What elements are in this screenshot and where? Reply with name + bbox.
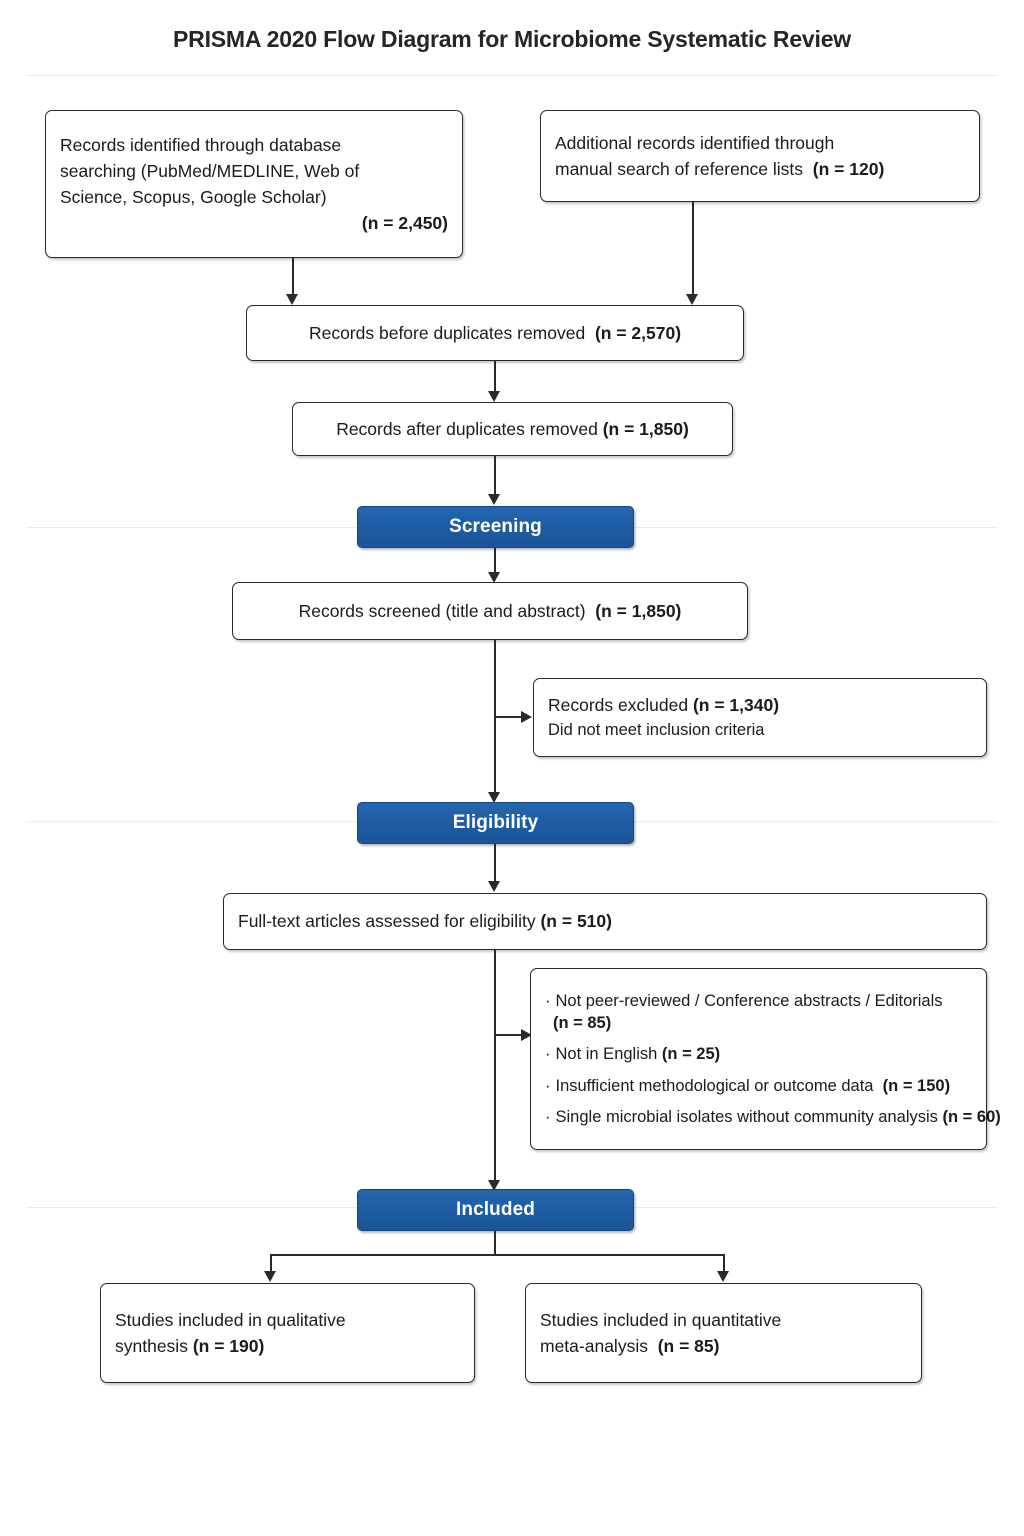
bullet-glyph-1: ·: [545, 1045, 551, 1064]
records-excluded-count: (n = 1,340): [692, 695, 780, 715]
fulltext-assessed-count: (n = 510): [540, 911, 612, 932]
fulltext-excluded-item-0-label: Not peer-reviewed / Conference abstracts…: [555, 991, 943, 1010]
arrowhead-screened-to-excluded: [521, 711, 532, 723]
connector-fulltext-to-included: [494, 950, 496, 1184]
box-records-after-duplicates: Records after duplicates removed (n = 1,…: [292, 402, 733, 456]
box-additional-records-manual: Additional records identified through ma…: [540, 110, 980, 202]
arrowhead-included-to-qualitative: [264, 1271, 276, 1282]
records-screened-count: (n = 1,850): [595, 600, 682, 621]
box-fulltext-assessed: Full-text articles assessed for eligibil…: [223, 893, 987, 950]
connector-included-left-drop: [270, 1254, 272, 1274]
arrowhead-screening-to-screened: [488, 572, 500, 583]
qualitative-line2-text: synthesis: [115, 1336, 188, 1356]
fulltext-excluded-item-1: ·Not in English (n = 25): [545, 1043, 972, 1065]
records-screened-line: Records screened (title and abstract) (n…: [299, 598, 682, 624]
qualitative-line1: Studies included in qualitative: [115, 1309, 346, 1330]
fulltext-excluded-item-0: ·Not peer-reviewed / Conference abstract…: [545, 990, 972, 1035]
connector-db-to-before: [292, 258, 294, 296]
qualitative-count: (n = 190): [192, 1336, 265, 1356]
records-excluded-label: Records excluded: [548, 695, 689, 715]
box-records-identified-database: Records identified through database sear…: [45, 110, 463, 258]
arrowhead-screened-to-eligibility: [488, 792, 500, 803]
additional-records-line1: Additional records identified through: [555, 132, 835, 153]
fulltext-excluded-item-0-text: ·Not peer-reviewed / Conference abstract…: [545, 990, 972, 1012]
box-records-excluded: Records excluded (n = 1,340) Did not mee…: [533, 678, 987, 757]
connector-screened-to-eligibility: [494, 640, 496, 796]
connector-fulltext-to-excluded: [494, 1034, 522, 1036]
fulltext-assessed-line: Full-text articles assessed for eligibil…: [238, 908, 972, 934]
connector-eligibility-to-fulltext: [494, 844, 496, 884]
additional-records-line2: manual search of reference lists (n = 12…: [555, 156, 965, 182]
before-duplicates-line: Records before duplicates removed (n = 2…: [309, 320, 681, 346]
before-duplicates-label: Records before duplicates removed: [308, 322, 586, 343]
records-identified-line2: searching (PubMed/MEDLINE, Web of: [60, 160, 360, 181]
arrowhead-fulltext-to-included: [488, 1180, 500, 1191]
arrowhead-fulltext-to-excluded: [521, 1029, 532, 1041]
quantitative-line2-text: meta-analysis: [540, 1336, 648, 1356]
arrowhead-db-to-before: [286, 294, 298, 305]
quantitative-count: (n = 85): [657, 1336, 720, 1356]
bullet-glyph-2: ·: [545, 1076, 551, 1095]
after-duplicates-count: (n = 1,850): [602, 418, 689, 439]
fulltext-excluded-item-1-label: Not in English: [555, 1045, 658, 1064]
box-fulltext-excluded-reasons: ·Not peer-reviewed / Conference abstract…: [530, 968, 1001, 1150]
stage-banner-included: Included: [357, 1189, 634, 1231]
stage-banner-eligibility: Eligibility: [357, 802, 634, 844]
connector-before-to-after: [494, 361, 496, 393]
after-duplicates-line: Records after duplicates removed (n = 1,…: [336, 416, 689, 442]
records-identified-line3: Science, Scopus, Google Scholar): [60, 187, 327, 207]
fulltext-excluded-item-3-label: Single microbial isolates without commun…: [555, 1107, 938, 1126]
arrowhead-before-to-after: [488, 391, 500, 402]
connector-included-trunk: [494, 1231, 496, 1255]
records-identified-line1: Records identified through database: [60, 134, 342, 155]
connector-included-fork: [270, 1254, 725, 1256]
connector-screening-to-screened: [494, 548, 496, 576]
arrowhead-after-to-screening: [488, 494, 500, 505]
fulltext-excluded-item-2-label: Insufficient methodological or outcome d…: [555, 1076, 874, 1095]
records-excluded-line: Records excluded (n = 1,340): [548, 692, 972, 718]
fulltext-excluded-item-3: ·Single microbial isolates without commu…: [545, 1106, 1001, 1128]
bullet-glyph-3: ·: [545, 1107, 551, 1126]
records-identified-count: (n = 2,450): [361, 213, 448, 234]
arrowhead-eligibility-to-fulltext: [488, 881, 500, 892]
arrowhead-included-to-quantitative: [717, 1271, 729, 1282]
box-studies-qualitative: Studies included in qualitative synthesi…: [100, 1283, 475, 1383]
additional-records-text: manual search of reference lists: [555, 159, 804, 179]
fulltext-excluded-item-0-count: (n = 85): [553, 1014, 612, 1033]
arrowhead-manual-to-before: [686, 294, 698, 305]
connector-included-right-drop: [723, 1254, 725, 1274]
stage-banner-screening: Screening: [357, 506, 634, 548]
after-duplicates-label: Records after duplicates removed: [336, 418, 598, 439]
records-excluded-reason: Did not meet inclusion criteria: [548, 721, 765, 740]
section-rule-top: [26, 75, 998, 76]
box-studies-quantitative: Studies included in quantitative meta-an…: [525, 1283, 922, 1383]
fulltext-excluded-item-3-count: (n = 60): [942, 1107, 1001, 1126]
bullet-glyph-0: ·: [545, 991, 551, 1010]
connector-screened-to-excluded: [494, 716, 522, 718]
fulltext-excluded-item-2-count: (n = 150): [882, 1076, 951, 1095]
fulltext-excluded-item-2: ·Insufficient methodological or outcome …: [545, 1075, 972, 1097]
quantitative-line2: meta-analysis (n = 85): [540, 1333, 907, 1359]
connector-manual-to-before: [692, 202, 694, 296]
fulltext-excluded-item-1-count: (n = 25): [661, 1045, 721, 1064]
qualitative-line2: synthesis (n = 190): [115, 1333, 460, 1359]
box-records-before-duplicates: Records before duplicates removed (n = 2…: [246, 305, 744, 361]
box-records-screened: Records screened (title and abstract) (n…: [232, 582, 748, 640]
quantitative-line1: Studies included in quantitative: [540, 1309, 782, 1330]
additional-records-count: (n = 120): [812, 159, 885, 179]
before-duplicates-count: (n = 2,570): [594, 322, 682, 343]
page-title: PRISMA 2020 Flow Diagram for Microbiome …: [173, 26, 851, 52]
records-screened-label: Records screened (title and abstract): [298, 600, 586, 621]
fulltext-assessed-label: Full-text articles assessed for eligibil…: [238, 911, 536, 932]
connector-after-to-screening: [494, 456, 496, 496]
